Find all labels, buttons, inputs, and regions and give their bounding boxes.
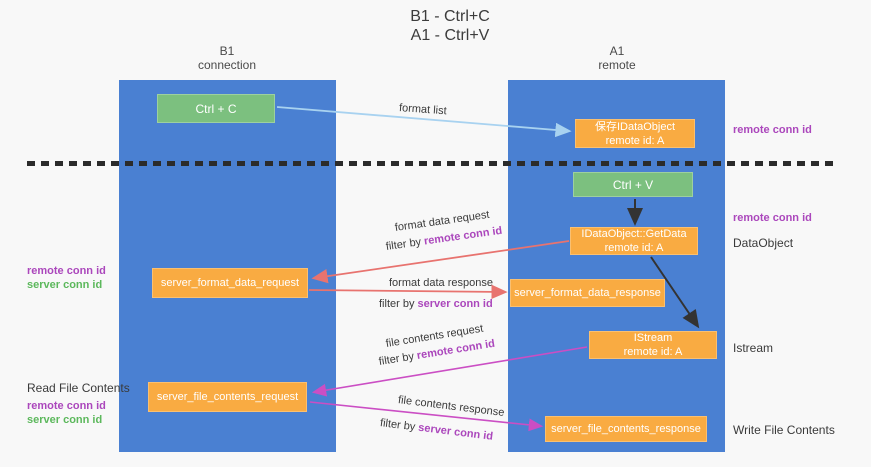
node-ctrl-c-label: Ctrl + C <box>195 101 237 116</box>
server-conn-id-text: server conn id <box>417 421 494 443</box>
arrow-format-data-response <box>308 284 508 300</box>
lane-a1-title: A1 <box>609 44 625 58</box>
node-idataobject-getdata: IDataObject::GetData remote id: A <box>570 227 698 255</box>
node-save-idataobject-line2: remote id: A <box>605 134 665 147</box>
node-server-format-data-response: server_format_data_response <box>510 279 665 307</box>
node-file-request-label: server_file_contents_request <box>156 391 299 403</box>
label-dataobject: DataObject <box>733 236 794 250</box>
filter-by-text: filter by <box>385 235 425 253</box>
label-read-file-contents: Read File Contents <box>27 381 130 395</box>
dashed-divider <box>27 161 835 166</box>
node-getdata-line1: IDataObject::GetData <box>581 228 687 240</box>
node-istream: IStream remote id: A <box>589 331 717 359</box>
node-server-file-contents-request: server_file_contents_request <box>148 382 307 412</box>
node-format-request-label: server_format_data_request <box>160 277 300 289</box>
node-save-idataobject-line1: 保存IDataObject <box>594 120 676 133</box>
node-file-response-label: server_file_contents_response <box>551 423 701 435</box>
lane-b1-subtitle: connection <box>197 58 257 72</box>
node-format-response-label: server_format_data_response <box>514 287 661 299</box>
label-server-conn-id-left-2: server conn id <box>27 414 103 426</box>
title-line-1: B1 - Ctrl+C <box>410 8 490 25</box>
edge-label-format-data-response: format data response <box>389 277 493 289</box>
edge-label-format-data-response-filter: filter by server conn id <box>379 298 493 311</box>
server-conn-id-text: server conn id <box>417 298 493 310</box>
node-istream-line2: remote id: A <box>623 346 683 358</box>
label-remote-conn-id-top-right: remote conn id <box>733 124 812 136</box>
edge-label-file-contents-response: file contents response <box>397 394 506 420</box>
filter-by-text: filter by <box>379 298 418 310</box>
edge-label-file-contents-response-filter: filter by server conn id <box>379 417 493 444</box>
label-remote-conn-id-left-1: remote conn id <box>27 265 106 277</box>
lane-a1-subtitle: remote <box>598 58 636 72</box>
title-line-2: A1 - Ctrl+V <box>410 27 490 44</box>
node-ctrl-v-label: Ctrl + V <box>612 177 654 192</box>
edge-label-format-list: format list <box>398 102 448 118</box>
filter-by-text: filter by <box>377 350 418 368</box>
node-save-idataobject: 保存IDataObject remote id: A <box>575 119 695 148</box>
label-remote-conn-id-mid-right: remote conn id <box>733 212 812 224</box>
node-ctrl-c: Ctrl + C <box>157 94 275 123</box>
node-istream-line1: IStream <box>633 332 673 344</box>
lane-b1-title: B1 <box>219 44 235 58</box>
label-istream: Istream <box>733 341 774 355</box>
node-ctrl-v: Ctrl + V <box>573 172 693 197</box>
filter-by-text: filter by <box>379 417 420 434</box>
label-remote-conn-id-left-2: remote conn id <box>27 400 106 412</box>
node-server-format-data-request: server_format_data_request <box>152 268 308 298</box>
node-server-file-contents-response: server_file_contents_response <box>545 416 707 442</box>
label-server-conn-id-left-1: server conn id <box>27 279 103 291</box>
node-getdata-line2: remote id: A <box>604 242 664 254</box>
label-write-file-contents: Write File Contents <box>733 423 835 437</box>
diagram-title: B1 - Ctrl+C A1 - Ctrl+V <box>370 7 530 45</box>
lane-header-a1: A1 remote <box>547 44 687 72</box>
lane-header-b1: B1 connection <box>157 44 297 72</box>
